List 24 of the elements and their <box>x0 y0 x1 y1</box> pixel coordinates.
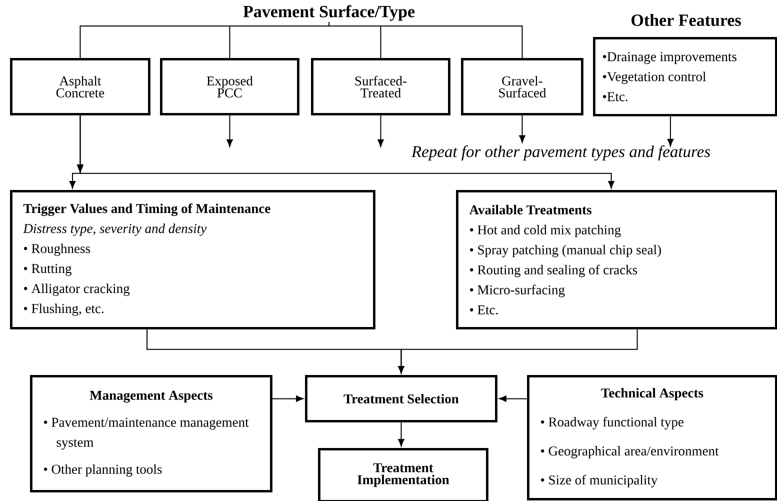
note: Repeat for other pavement types and features <box>411 145 710 161</box>
arrow <box>498 396 528 402</box>
box: Gravel-Surfaced <box>461 58 584 116</box>
box: Technical Aspects • Roadway functional type • Geographical area/environment • Size of municipality <box>527 375 777 500</box>
box: Management Aspects • Pavement/maintenance management system • Other planning tools <box>30 375 272 492</box>
box: Exposed PCC <box>160 58 300 116</box>
arrow <box>667 116 674 146</box>
heading: Pavement Surface/Type <box>243 5 415 21</box>
arrow <box>398 422 404 446</box>
arrow <box>378 114 384 147</box>
box: Available Treatments • Hot and cold mix patching • Spray patching (manual chip seal) • Routing and sealing of cracks • Micro-surfacing • Etc. <box>456 190 777 330</box>
box: Surfaced-Treated <box>311 58 450 116</box>
box: Asphalt Concrete <box>10 58 150 116</box>
box: Treatment Selection <box>305 375 498 422</box>
box: Trigger Values and Timing of Maintenance Distress type, severity and density • Roughness • Rutting • Alligator cracking • Flushing, etc. <box>10 190 376 330</box>
arrow <box>80 114 614 188</box>
box: Treatment Implementation <box>318 448 488 501</box>
arrow <box>226 114 233 147</box>
arrowhead <box>76 164 84 174</box>
node-label: Other Features <box>632 14 741 26</box>
arrow <box>398 328 638 374</box>
arrow <box>519 114 526 143</box>
box: •Drainage improvements •Vegetation control •Etc. Other Features <box>593 14 777 116</box>
arrow <box>272 396 304 402</box>
